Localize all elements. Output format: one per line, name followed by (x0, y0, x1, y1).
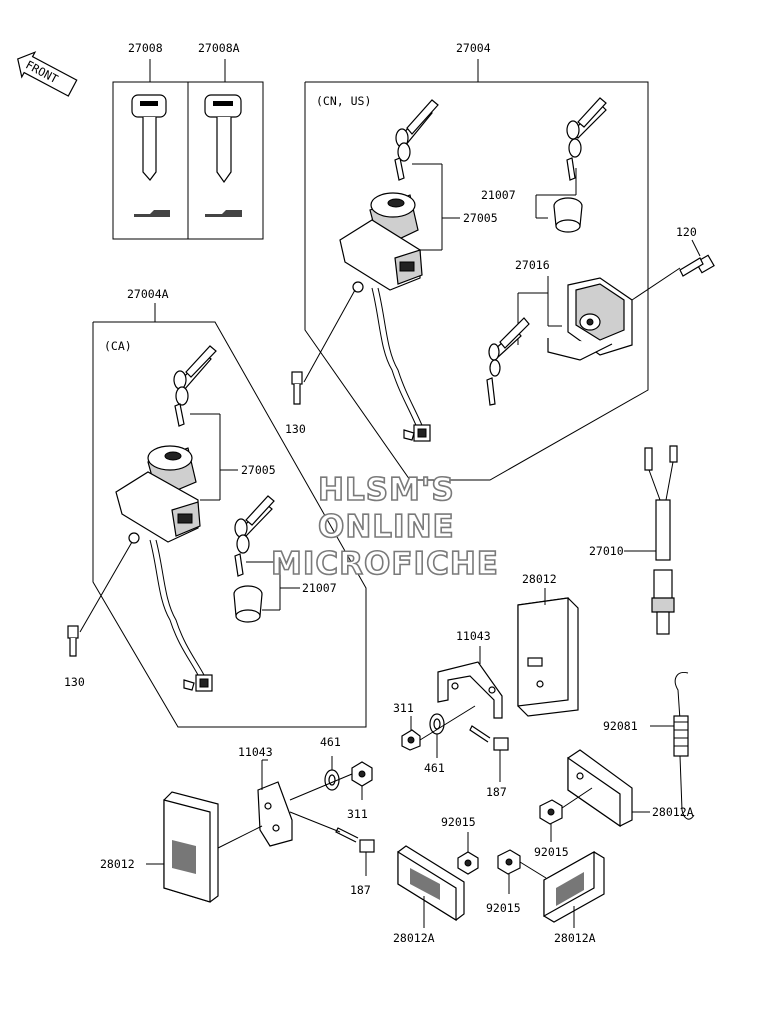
label-461-right: 461 (424, 761, 445, 775)
label-130-ca: 130 (64, 675, 85, 689)
helmet-lock-icon (547, 267, 681, 361)
bolt-187-right-icon (469, 725, 509, 751)
reflector-28012A-bl-icon (397, 845, 465, 922)
bracket-11043-left-icon (257, 781, 293, 847)
watermark: HLSM'S ONLINE MICROFICHE (270, 471, 499, 583)
label-92081: 92081 (603, 719, 638, 733)
label-27004: 27004 (456, 41, 491, 55)
label-11043-right: 11043 (456, 629, 491, 643)
ignition-keys-ca-icon (173, 345, 217, 427)
label-92015-c: 92015 (486, 901, 521, 915)
label-28012-left: 28012 (100, 857, 135, 871)
assembly-outline-27004 (304, 59, 649, 481)
label-120: 120 (676, 225, 697, 239)
label-28012A-bl: 28012A (393, 931, 435, 945)
reflector-28012-left-icon (163, 791, 219, 903)
reflector-28012A-right-icon (567, 749, 633, 828)
region-ca: (CA) (104, 339, 132, 353)
label-28012A-right: 28012A (652, 805, 694, 819)
bolt-120-icon (679, 254, 715, 277)
label-311-left: 311 (347, 807, 368, 821)
washer-461-right-icon (429, 713, 445, 735)
label-311-right: 311 (393, 701, 414, 715)
switch-27010-icon (644, 445, 678, 635)
reflector-28012-right-icon (517, 597, 579, 717)
key-blank-icon (204, 94, 242, 217)
ignition-switch-ca-icon (115, 445, 213, 692)
nut-92015-bottom-icon (497, 849, 521, 875)
nut-311-right-icon (401, 729, 421, 751)
ignition-switch-icon (339, 192, 431, 442)
label-27005-ca: 27005 (241, 463, 276, 477)
ignition-keys-icon (394, 99, 439, 181)
label-27008A: 27008A (198, 41, 240, 55)
bolt-187-left-icon (335, 827, 375, 853)
label-27010: 27010 (589, 544, 624, 558)
label-21007-ca: 21007 (302, 581, 337, 595)
label-21007-top: 21007 (481, 188, 516, 202)
lock-cylinder-ca-icon (233, 585, 263, 623)
seat-lock-keys-ca-icon (234, 495, 275, 577)
screw-130-ca-icon (67, 625, 79, 657)
helmet-lock-keys-icon (486, 317, 530, 406)
label-461-left: 461 (320, 735, 341, 749)
front-arrow-icon: FRONT (17, 51, 78, 97)
reflector-28012A-br-icon (543, 850, 605, 923)
spring-92081-icon (673, 671, 695, 820)
screw-130-icon (291, 371, 303, 405)
key-blank-icon (131, 94, 170, 217)
watermark-line-1: HLSM'S (318, 472, 455, 508)
label-187-left: 187 (350, 883, 371, 897)
label-130-top: 130 (285, 422, 306, 436)
region-cn-us: (CN, US) (316, 94, 371, 108)
watermark-line-2: ONLINE (318, 509, 455, 545)
label-28012A-br: 28012A (554, 931, 596, 945)
label-27005-top: 27005 (463, 211, 498, 225)
label-27004A: 27004A (127, 287, 169, 301)
nut-92015-right-icon (539, 799, 563, 825)
seat-lock-keys-icon (566, 97, 607, 181)
label-11043-left: 11043 (238, 745, 273, 759)
nut-92015-mid-icon (457, 851, 479, 875)
label-187-right: 187 (486, 785, 507, 799)
nut-311-left-icon (351, 761, 373, 787)
key-box (112, 59, 264, 240)
label-27008: 27008 (128, 41, 163, 55)
lock-cylinder-icon (553, 197, 583, 233)
assembly-outline-27004A (92, 303, 367, 728)
label-27016: 27016 (515, 258, 550, 272)
bracket-11043-right-icon (437, 661, 503, 719)
label-28012-right: 28012 (522, 572, 557, 586)
watermark-line-3: MICROFICHE (271, 546, 499, 582)
label-92015-b: 92015 (441, 815, 476, 829)
label-92015-a: 92015 (534, 845, 569, 859)
